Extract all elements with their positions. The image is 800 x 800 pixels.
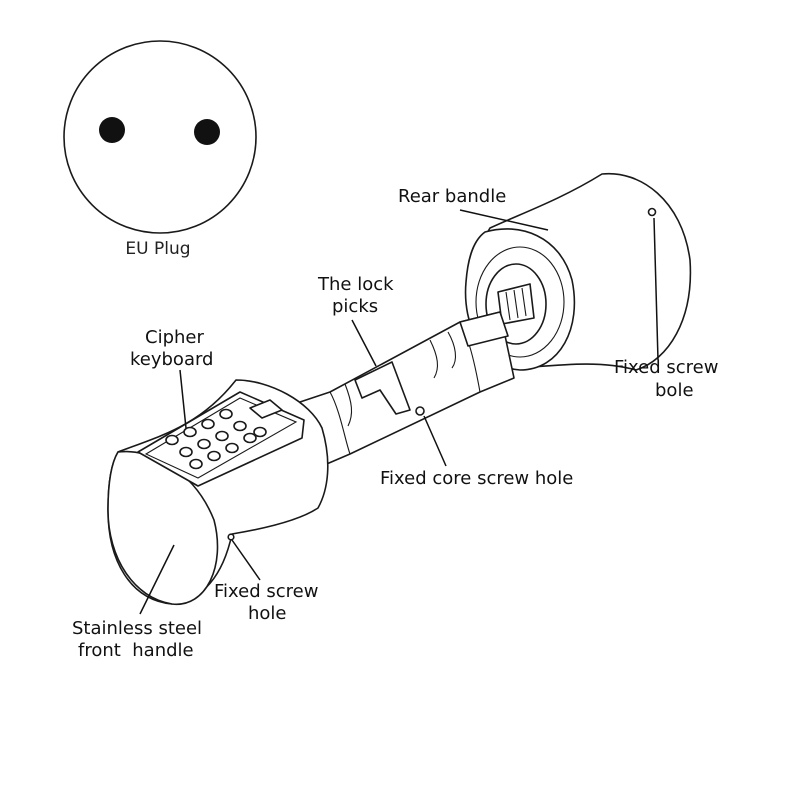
eu-plug-icon [63, 40, 257, 234]
label-front-handle-line2: front handle [78, 640, 194, 661]
front-handle [107, 379, 329, 605]
fingerprint-icon [249, 399, 283, 419]
label-fixed-screw-hole-line1: Fixed screw [214, 581, 318, 602]
front-screw-hole [227, 533, 235, 541]
label-lock-picks-line1: The lock [317, 274, 394, 295]
label-rear-handle: Rear bandle [398, 186, 506, 207]
label-cipher-line1: Cipher [145, 327, 204, 348]
label-fixed-core-screw-hole: Fixed core screw hole [380, 468, 573, 489]
plug-pin-left [99, 117, 125, 143]
rear-handle [464, 172, 692, 371]
label-front-handle-line1: Stainless steel [72, 618, 202, 639]
plug-outline [63, 40, 257, 234]
lock-picks [354, 361, 411, 415]
eu-plug-label: EU Plug [125, 239, 190, 259]
label-lock-picks-line2: picks [332, 296, 378, 317]
pointer-lines [139, 209, 659, 615]
plug-pin-right [194, 119, 220, 145]
rear-screw-hole [647, 207, 657, 217]
label-fixed-screw-bole-line2: bole [655, 380, 694, 401]
label-cipher-line2: keyboard [130, 349, 214, 370]
core-screw-hole [415, 406, 425, 416]
lock-cylinder [299, 311, 515, 467]
keypad-keys [165, 408, 267, 470]
label-fixed-screw-bole-line1: Fixed screw [614, 357, 718, 378]
label-fixed-screw-hole-line2: hole [248, 603, 287, 624]
